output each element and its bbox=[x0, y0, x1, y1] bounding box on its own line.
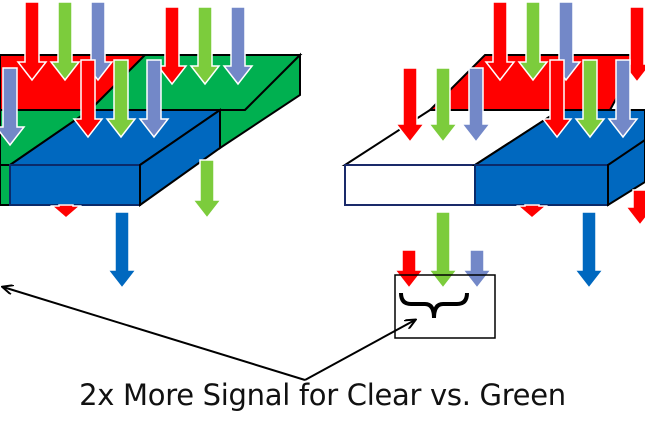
left-edge-blue-arrow-icon bbox=[0, 67, 26, 147]
clear-filter-front bbox=[344, 164, 476, 206]
blue-filter-front bbox=[474, 164, 609, 206]
left-out-blue-arrow-icon bbox=[106, 211, 138, 290]
left-out-green-arrow-icon bbox=[191, 159, 223, 220]
right-out-red-arrow-icon bbox=[393, 249, 425, 290]
right-out-green-arrow-icon bbox=[427, 211, 459, 290]
right-front-red-arrow-icon bbox=[541, 59, 573, 139]
right-front-left-blue-arrow-icon bbox=[460, 67, 492, 144]
left-bayer-diagram bbox=[0, 52, 303, 207]
left-front-green-arrow-icon bbox=[105, 59, 137, 139]
right-out-red2-arrow-icon bbox=[515, 204, 549, 219]
caption-text: 2x More Signal for Clear vs. Green bbox=[79, 378, 566, 412]
right-back-green-arrow-icon bbox=[517, 1, 549, 82]
right-back-red-arrow-icon bbox=[484, 1, 516, 82]
brace-icon bbox=[399, 292, 469, 319]
left-back-right-red-arrow-icon bbox=[156, 6, 188, 86]
left-out-red-arrow-icon bbox=[49, 204, 83, 219]
blue-filter-side bbox=[607, 138, 645, 207]
left-back-right-green-arrow-icon bbox=[189, 6, 221, 86]
pointer-arrow-left bbox=[3, 287, 306, 381]
right-front-left-green-arrow-icon bbox=[427, 67, 459, 144]
right-out-blue-arrow-icon bbox=[461, 249, 493, 290]
green-filter-front bbox=[0, 164, 11, 206]
left-back-red-arrow-icon bbox=[16, 1, 48, 82]
left-back-green-arrow-icon bbox=[49, 1, 81, 82]
right-clear-diagram bbox=[341, 54, 645, 207]
right-front-blue-arrow-icon bbox=[607, 59, 639, 139]
light-arrows bbox=[0, 1, 645, 290]
blue-filter-front bbox=[9, 164, 141, 206]
right-front-left-red-arrow-icon bbox=[394, 67, 426, 144]
right-out-blue2-arrow-icon bbox=[573, 211, 605, 290]
left-front-red-arrow-icon bbox=[72, 59, 104, 139]
right-out-red3-arrow-icon bbox=[624, 189, 645, 227]
left-front-blue-arrow-icon bbox=[138, 59, 170, 139]
left-back-right-blue-arrow-icon bbox=[222, 6, 254, 86]
right-front-green-arrow-icon bbox=[574, 59, 606, 139]
blue-filter-side bbox=[139, 108, 221, 207]
pointer-arrow-right bbox=[304, 320, 415, 381]
signal-box bbox=[394, 274, 496, 339]
